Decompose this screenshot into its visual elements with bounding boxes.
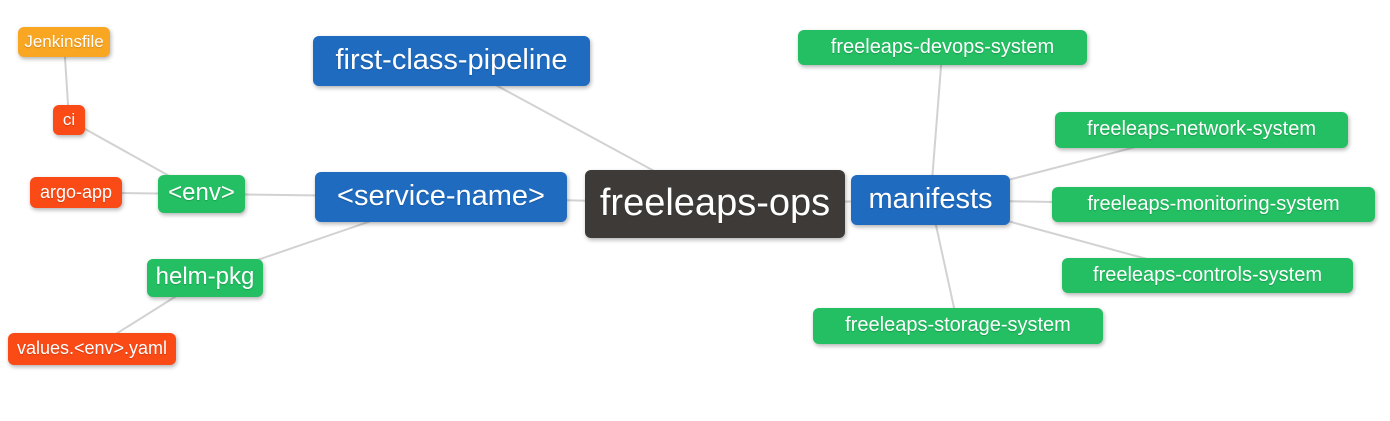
node-label: first-class-pipeline bbox=[335, 43, 568, 76]
node-first-class-pipeline[interactable]: first-class-pipeline bbox=[313, 36, 590, 86]
node-freeleaps-monitoring-system[interactable]: freeleaps-monitoring-system bbox=[1052, 187, 1375, 222]
node-freeleaps-controls-system[interactable]: freeleaps-controls-system bbox=[1062, 258, 1353, 293]
node-freeleaps-storage-system[interactable]: freeleaps-storage-system bbox=[813, 308, 1103, 344]
node-label: Jenkinsfile bbox=[24, 31, 104, 51]
node-label: freeleaps-network-system bbox=[1087, 118, 1316, 140]
edge-manifests--freeleaps-devops-system bbox=[929, 47, 944, 201]
node-label: <env> bbox=[168, 179, 235, 206]
node-label: freeleaps-storage-system bbox=[845, 314, 1071, 336]
node-label: freeleaps-controls-system bbox=[1093, 263, 1322, 286]
node-freeleaps-ops[interactable]: freeleaps-ops bbox=[585, 170, 845, 238]
node-service-name[interactable]: <service-name> bbox=[315, 172, 567, 222]
node-env[interactable]: <env> bbox=[158, 175, 245, 213]
node-label: freeleaps-monitoring-system bbox=[1087, 192, 1340, 215]
node-label: freeleaps-ops bbox=[599, 182, 831, 224]
node-label: manifests bbox=[868, 182, 993, 215]
node-label: values.<env>.yaml bbox=[16, 338, 168, 358]
node-manifests[interactable]: manifests bbox=[851, 175, 1010, 225]
node-argo-app[interactable]: argo-app bbox=[30, 177, 122, 208]
node-values-env-yaml[interactable]: values.<env>.yaml bbox=[8, 333, 176, 365]
node-label: argo-app bbox=[39, 181, 113, 202]
node-ci[interactable]: ci bbox=[53, 105, 85, 135]
node-label: <service-name> bbox=[337, 179, 545, 212]
node-freeleaps-devops-system[interactable]: freeleaps-devops-system bbox=[798, 30, 1087, 65]
node-label: ci bbox=[62, 109, 76, 129]
node-label: freeleaps-devops-system bbox=[830, 35, 1055, 58]
node-helm-pkg[interactable]: helm-pkg bbox=[147, 259, 263, 297]
node-jenkinsfile[interactable]: Jenkinsfile bbox=[18, 27, 110, 57]
node-freeleaps-network-system[interactable]: freeleaps-network-system bbox=[1055, 112, 1348, 148]
node-label: helm-pkg bbox=[155, 263, 255, 290]
